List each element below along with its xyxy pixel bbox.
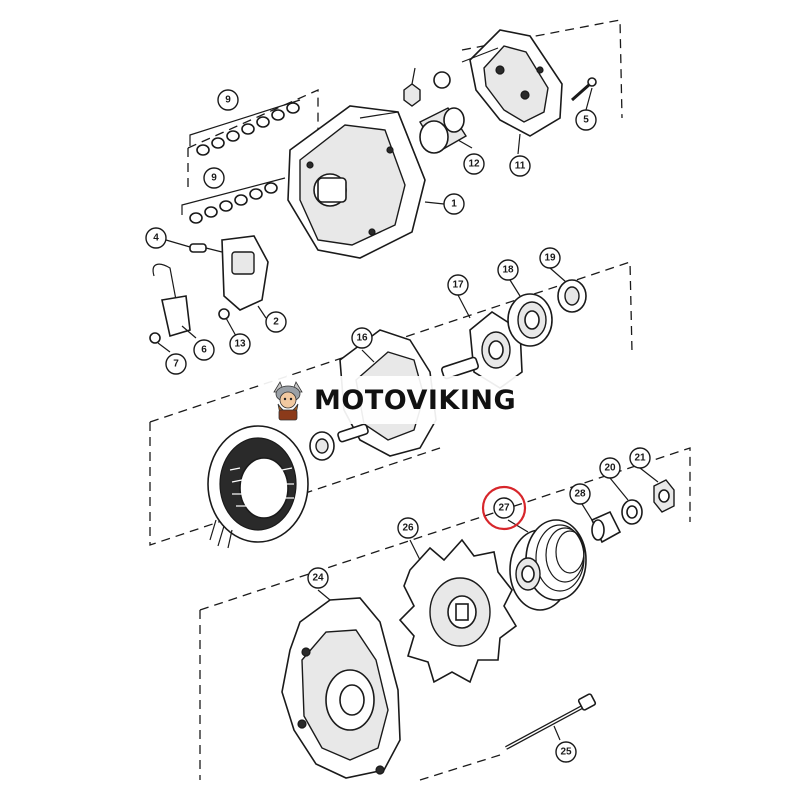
callout-bubble: 17 (447, 274, 469, 296)
watermark-banner: MOTOVIKING (262, 376, 536, 424)
callout-label: 25 (560, 747, 572, 758)
callout-bubble: 16 (351, 327, 373, 349)
callout-bubble: 4 (145, 227, 167, 249)
regulator-parts (149, 235, 269, 344)
callout-label: 1 (451, 199, 457, 210)
callout-bubble: 9 (203, 167, 225, 189)
pulley-hardware-parts (590, 479, 675, 544)
callout-label: 2 (273, 317, 279, 328)
viking-mascot-icon (273, 381, 303, 421)
bearing-plate-parts (469, 279, 587, 389)
callout-label: 7 (173, 359, 179, 370)
callout-bubble: 20 (599, 457, 621, 479)
callout-bubble: 18 (497, 259, 519, 281)
callout-bubble: 19 (539, 247, 561, 269)
callout-label: 13 (234, 339, 246, 350)
callout-bubble: 7 (165, 353, 187, 375)
callout-label: 21 (634, 453, 646, 464)
front-housing-part (281, 597, 401, 779)
callout-label: 28 (574, 489, 586, 500)
callout-bubble: 5 (575, 109, 597, 131)
callout-label: 20 (604, 463, 616, 474)
terminal-hardware-group (181, 99, 301, 224)
through-bolt-part (505, 693, 597, 750)
nut-and-bushing-parts (403, 71, 467, 154)
callout-label: 24 (312, 573, 324, 584)
callout-label: 27 (498, 503, 510, 514)
callout-label: 11 (515, 161, 526, 172)
callout-label: 19 (544, 253, 556, 264)
callout-bubble: 26 (397, 517, 419, 539)
callout-label: 12 (468, 159, 480, 170)
pulley-part (509, 519, 587, 611)
callout-label: 9 (211, 173, 217, 184)
callout-label: 16 (356, 333, 368, 344)
callout-bubble: 13 (229, 333, 251, 355)
callout-label: 4 (153, 233, 159, 244)
callout-label: 6 (201, 345, 207, 356)
callout-bubble: 11 (509, 155, 531, 177)
watermark-brand-text: MOTOVIKING (314, 384, 517, 416)
screw-part-5 (571, 77, 597, 102)
callout-label: 9 (225, 95, 231, 106)
rectifier-plate-part (461, 29, 563, 137)
callout-bubble-highlighted: 27 (481, 485, 527, 531)
callout-leader-lines (157, 67, 659, 741)
callout-label: 26 (402, 523, 414, 534)
rear-housing-part (287, 105, 426, 259)
callout-label: 17 (452, 280, 464, 291)
callout-bubble: 12 (463, 153, 485, 175)
callout-bubble: 9 (217, 89, 239, 111)
callout-bubble: 25 (555, 741, 577, 763)
callout-bubble: 21 (629, 447, 651, 469)
callout-bubble: 1 (443, 193, 465, 215)
callout-bubble: 2 (265, 311, 287, 333)
callout-label: 5 (583, 115, 589, 126)
callout-bubble: 28 (569, 483, 591, 505)
cooling-fan-part (398, 538, 518, 684)
callout-bubble: 24 (307, 567, 329, 589)
callout-label: 18 (502, 265, 514, 276)
callout-bubble: 6 (193, 339, 215, 361)
highlight-ring (481, 485, 527, 531)
stator-part (207, 425, 309, 549)
